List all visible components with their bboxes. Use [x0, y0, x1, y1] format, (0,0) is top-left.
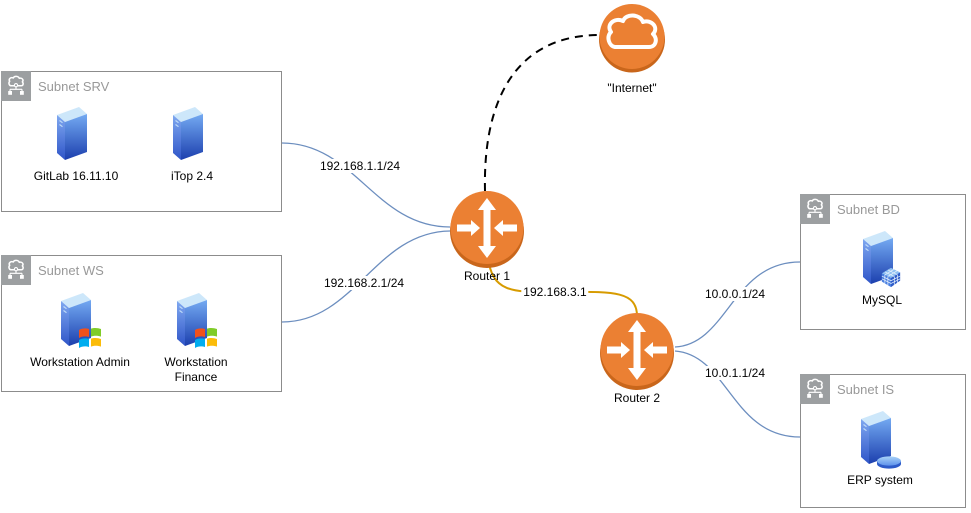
link-router2-subnet-bd[interactable]	[674, 261, 801, 348]
erp-server-icon	[852, 408, 901, 469]
cloud-network-icon	[800, 374, 830, 404]
ip-label-bd-link: 10.0.0.1/24	[702, 287, 768, 301]
ip-label-is-link: 10.0.1.1/24	[702, 366, 768, 380]
server-icon	[48, 104, 104, 166]
device-mysql-server[interactable]: MySQL	[822, 228, 942, 308]
subnet-title-ws: Subnet WS	[38, 263, 104, 278]
device-workstation-finance[interactable]: Workstation Finance	[136, 290, 256, 385]
device-label: GitLab 16.11.10	[33, 169, 119, 183]
windows-workstation-icon	[52, 290, 101, 348]
node-label: "Internet"	[607, 81, 657, 95]
node-internet-cloud[interactable]: "Internet"	[592, 0, 672, 95]
device-label: ERP system	[847, 473, 913, 487]
ip-label-srv-link: 192.168.1.1/24	[317, 159, 403, 173]
device-itop-server[interactable]: iTop 2.4	[132, 104, 252, 184]
link-subnet-srv-router1[interactable]	[281, 142, 451, 228]
device-erp-server[interactable]: ERP system	[820, 408, 940, 488]
node-router2[interactable]: Router 2	[597, 310, 677, 405]
subnet-box-srv[interactable]: Subnet SRV	[1, 71, 282, 212]
cloud-network-icon	[1, 255, 31, 285]
subnet-title-bd: Subnet BD	[837, 202, 900, 217]
device-label: MySQL	[861, 293, 902, 307]
router-icon	[447, 188, 527, 268]
cloud-icon	[592, 0, 672, 77]
link-router2-subnet-is[interactable]	[674, 350, 801, 438]
cloud-network-icon	[1, 71, 31, 101]
device-label: Workstation Finance	[164, 355, 228, 384]
device-label: Workstation Admin	[30, 355, 130, 369]
node-label: Router 2	[613, 391, 661, 405]
device-label: iTop 2.4	[170, 169, 214, 183]
link-router1-internet[interactable]	[483, 34, 601, 192]
subnet-title-is: Subnet IS	[837, 382, 895, 397]
node-router1[interactable]: Router 1	[447, 188, 527, 283]
windows-workstation-icon	[168, 290, 217, 348]
ip-label-router-link: 192.168.3.1	[521, 285, 589, 299]
subnet-title-srv: Subnet SRV	[38, 79, 110, 94]
device-workstation-admin[interactable]: Workstation Admin	[20, 290, 140, 370]
ip-label-ws-link: 192.168.2.1/24	[321, 276, 407, 290]
cloud-network-icon	[800, 194, 830, 224]
subnet-box-ws[interactable]: Subnet WS	[1, 255, 282, 392]
device-gitlab-server[interactable]: GitLab 16.11.10	[16, 104, 136, 184]
subnet-box-is[interactable]: Subnet IS	[800, 374, 966, 508]
database-server-icon	[854, 228, 901, 288]
node-label: Router 1	[463, 269, 511, 283]
server-icon	[164, 104, 220, 166]
router-icon	[597, 310, 677, 390]
